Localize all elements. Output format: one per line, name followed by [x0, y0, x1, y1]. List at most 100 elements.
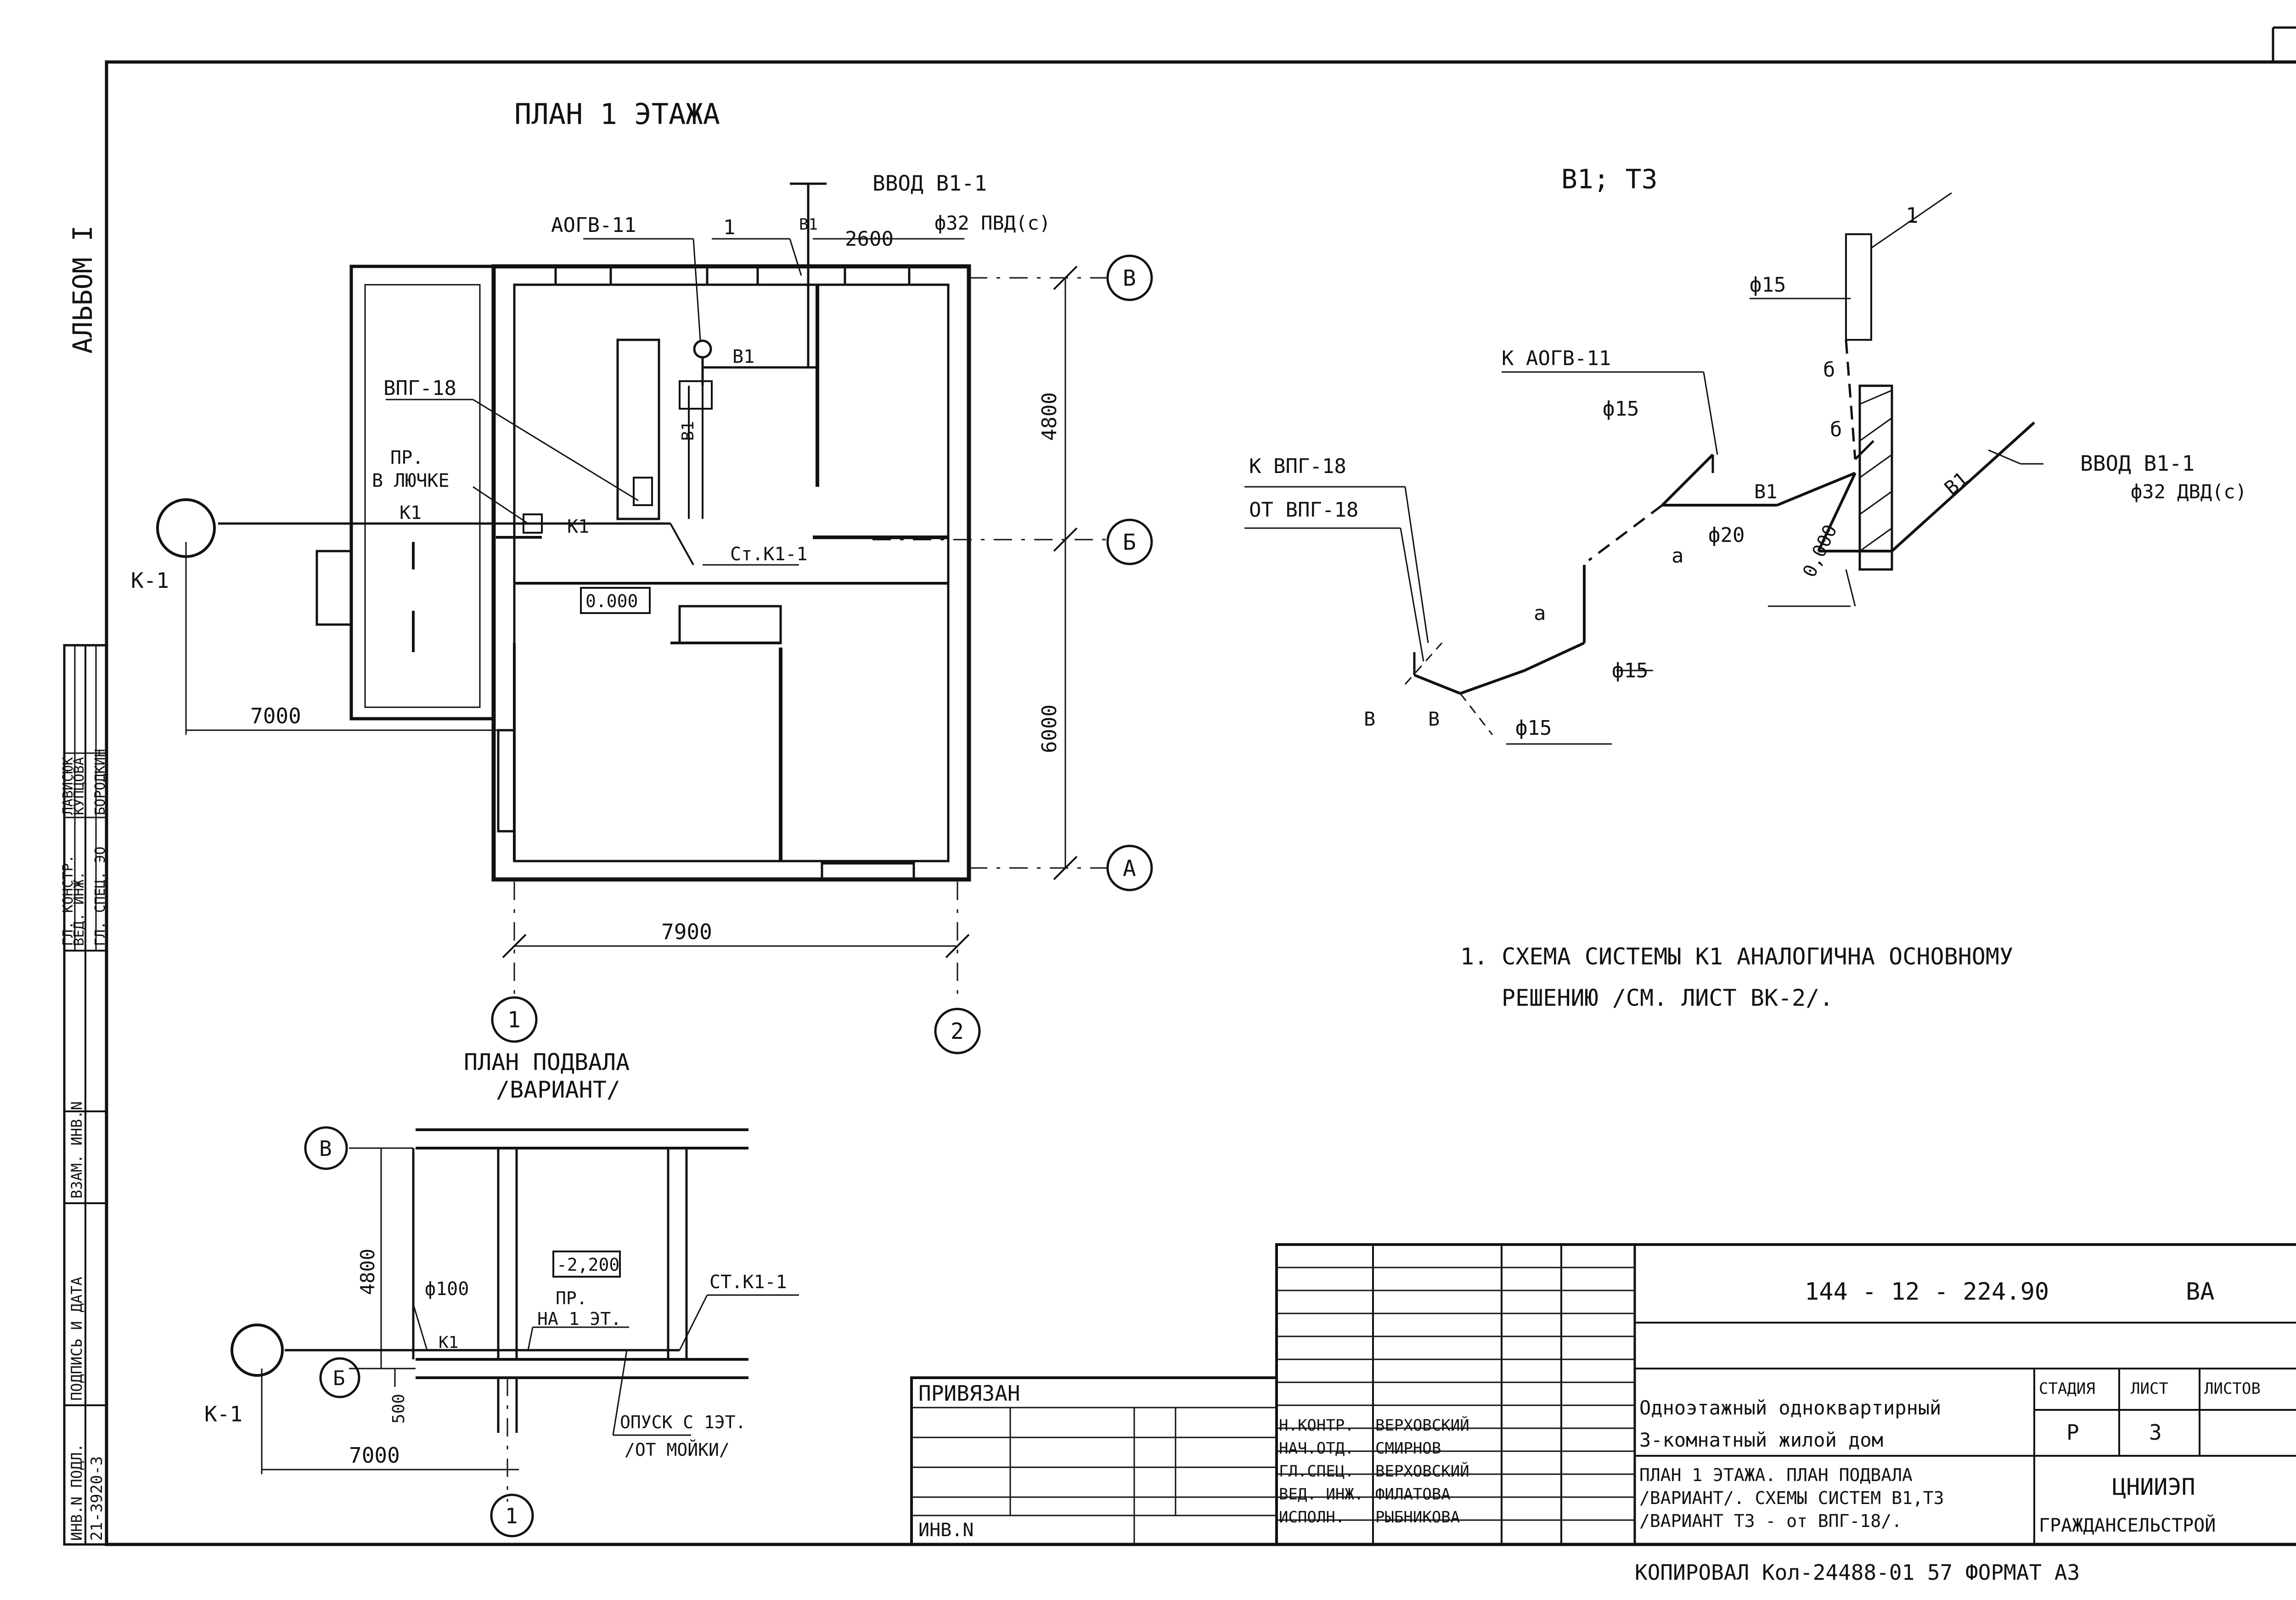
basement-axis-1: 1 — [505, 1504, 518, 1528]
tb-sheet-3: /ВАРИАНТ Т3 - от ВПГ-18/. — [1639, 1511, 1902, 1531]
tb-name-4: ФИЛАТОВА — [1375, 1485, 1451, 1504]
window — [844, 265, 911, 286]
aogv-label: АОГВ-11 — [551, 214, 636, 237]
tb-org-1: ЦНИИЭП — [2112, 1474, 2195, 1500]
schema-v-2: В — [1428, 708, 1440, 730]
basement-level-box — [552, 1251, 621, 1278]
schema-d15-r: ф15 — [1612, 659, 1648, 682]
k1-label-a: К1 — [400, 502, 422, 524]
stamp-name-2: КУПЦОВА — [71, 757, 87, 815]
basement-k1: К1 — [439, 1333, 458, 1352]
tb-role-2: НАЧ.ОТД. — [1279, 1439, 1354, 1458]
basement-pipe-d100: ф100 — [425, 1279, 469, 1300]
schema-ot-vpg: ОТ ВПГ-18 — [1249, 498, 1358, 522]
tb-inv: ИНВ.N — [918, 1520, 974, 1541]
sewer-well-k1-basement — [231, 1324, 284, 1377]
inlet-label: ВВОД В1-1 — [872, 171, 987, 196]
basement-pr-1: ПР. — [556, 1288, 587, 1308]
schema-b1-mid: В1 — [1754, 480, 1778, 503]
tb-sheet-1: ПЛАН 1 ЭТАЖА. ПЛАН ПОДВАЛА — [1639, 1465, 1913, 1485]
plan1-title: ПЛАН 1 ЭТАЖА — [514, 97, 720, 131]
tb-role-3: ГЛ.СПЕЦ. — [1279, 1462, 1354, 1481]
note-line-2: РЕШЕНИЮ /СМ. ЛИСТ ВК-2/. — [1502, 985, 1833, 1011]
basement-plan: ПЛАН ПОДВАЛА /ВАРИАНТ/ В Б 1 48 — [204, 1049, 799, 1538]
basement-k1-well: К-1 — [204, 1402, 242, 1426]
kitchen-counter — [678, 605, 782, 644]
schema-v-1: В — [1364, 708, 1375, 730]
axis-bubble-b-basement — [319, 1357, 360, 1398]
tb-list: 3 — [2149, 1420, 2162, 1445]
schema-title: В1; Т3 — [1561, 163, 1658, 195]
basement-title-2: /ВАРИАНТ/ — [496, 1076, 620, 1103]
schema-delta-2: б — [1830, 418, 1842, 441]
aogv-heater — [693, 339, 712, 359]
title-block: 144 - 12 - 224.90 ВА ПРИВЯЗАН ИНВ.N Н.КО… — [910, 1243, 2296, 1585]
axis-bubble-v — [1106, 254, 1153, 301]
pr-label-2: В ЛЮЧКЕ — [372, 470, 450, 491]
schema-k-vpg: К ВПГ-18 — [1249, 455, 1346, 478]
stamp-vzam: ВЗАМ. ИНВ.N — [68, 1101, 85, 1199]
stamp-role-1: ГЛ. КОНСТР. — [60, 855, 76, 946]
stamp-inv-podl: ИНВ.N ПОДЛ. — [68, 1443, 85, 1541]
inlet-pipe — [1891, 421, 2036, 552]
inlet-pipe: ф32 ПВД(с) — [934, 212, 1051, 234]
left-stamp: ГЛ. КОНСТР. ВЕД. ИНЖ. ГЛ. СПЕЦ. ЭО ЛАВИС… — [60, 644, 108, 1546]
schema-d20: ф20 — [1708, 524, 1745, 547]
schema-b1-right: В1 — [1940, 468, 1972, 500]
tb-org-2: ГРАЖДАНСЕЛЬСТРОЙ — [2039, 1514, 2216, 1536]
stamp-name-3: БОРОДКИН — [92, 749, 108, 816]
basement-pr-2: НА 1 ЭТ. — [537, 1309, 621, 1329]
b1-label-b: В1 — [732, 346, 754, 367]
tb-project-2: 3-комнатный жилой дом — [1639, 1429, 1883, 1451]
b1-label-c: В1 — [679, 421, 698, 441]
basement-st-k1: СТ.К1-1 — [709, 1272, 787, 1293]
tb-privyazan: ПРИВЯЗАН — [918, 1381, 1020, 1406]
schema-d15-top: ф15 — [1750, 273, 1786, 297]
bathtub — [616, 338, 660, 520]
tb-list-header: ЛИСТ — [2131, 1380, 2168, 1398]
tb-name-3: ВЕРХОВСКИЙ — [1375, 1462, 1469, 1481]
schema-d15-aogv: ф15 — [1603, 397, 1639, 421]
tb-name-1: ВЕРХОВСКИЙ — [1375, 1416, 1469, 1435]
axis-bubble-a — [1106, 845, 1153, 891]
axis-label-1: 1 — [507, 1007, 521, 1033]
tb-sheet-2: /ВАРИАНТ/. СХЕМЫ СИСТЕМ В1,Т3 — [1639, 1488, 1944, 1508]
tb-code: 144 - 12 - 224.90 — [1805, 1278, 2049, 1306]
window — [554, 265, 612, 286]
axis-bubble-2 — [934, 1008, 981, 1054]
schema-callout-1: 1 — [1906, 203, 1919, 228]
veranda-wall — [349, 265, 495, 721]
schema-k-aogv: К АОГВ-11 — [1502, 347, 1611, 370]
axis-label-v: В — [1123, 265, 1136, 291]
stamp-name-1: ЛАВИСЮК — [60, 757, 76, 815]
sheet-frame — [105, 26, 2296, 1546]
floor-plan: ПЛАН 1 ЭТАЖА — [131, 97, 1153, 1054]
dim-6000: 6000 — [1038, 704, 1061, 753]
basement-title-1: ПЛАН ПОДВАЛА — [464, 1049, 630, 1076]
basement-dim-4800: 4800 — [356, 1249, 379, 1295]
vpg-label: ВПГ-18 — [383, 377, 456, 400]
b1-label-a: В1 — [799, 215, 818, 234]
basement-opusk-1: ОПУСК С 1ЭТ. — [620, 1412, 746, 1432]
window — [497, 729, 516, 833]
stamp-role-2: ВЕД. ИНЖ. — [71, 871, 87, 946]
window — [821, 862, 915, 881]
schema-inlet: ВВОД В1-1 — [2080, 451, 2195, 476]
callout-1: 1 — [723, 216, 736, 239]
album-label: АЛЬБОМ I — [67, 225, 98, 354]
tb-role-5: ИСПОЛН. — [1279, 1508, 1345, 1527]
axis-label-b: Б — [1123, 530, 1136, 555]
window — [706, 265, 759, 286]
stamp-number: 21-3920-3 — [88, 1456, 106, 1541]
schema-a-2: а — [1534, 602, 1546, 625]
axis-label-2: 2 — [951, 1019, 964, 1044]
axis-bubble-v-basement — [304, 1126, 348, 1170]
basement-dim-500: 500 — [389, 1394, 408, 1424]
st-k1-label: Ст.К1-1 — [730, 544, 808, 565]
level-0: 0.000 — [585, 591, 638, 611]
dim-7900: 7900 — [661, 919, 712, 944]
k1-label-b: К1 — [567, 516, 589, 537]
inner-outline — [513, 283, 950, 862]
pr-label-1: ПР. — [390, 447, 423, 468]
axis-bubble-1 — [491, 996, 538, 1043]
